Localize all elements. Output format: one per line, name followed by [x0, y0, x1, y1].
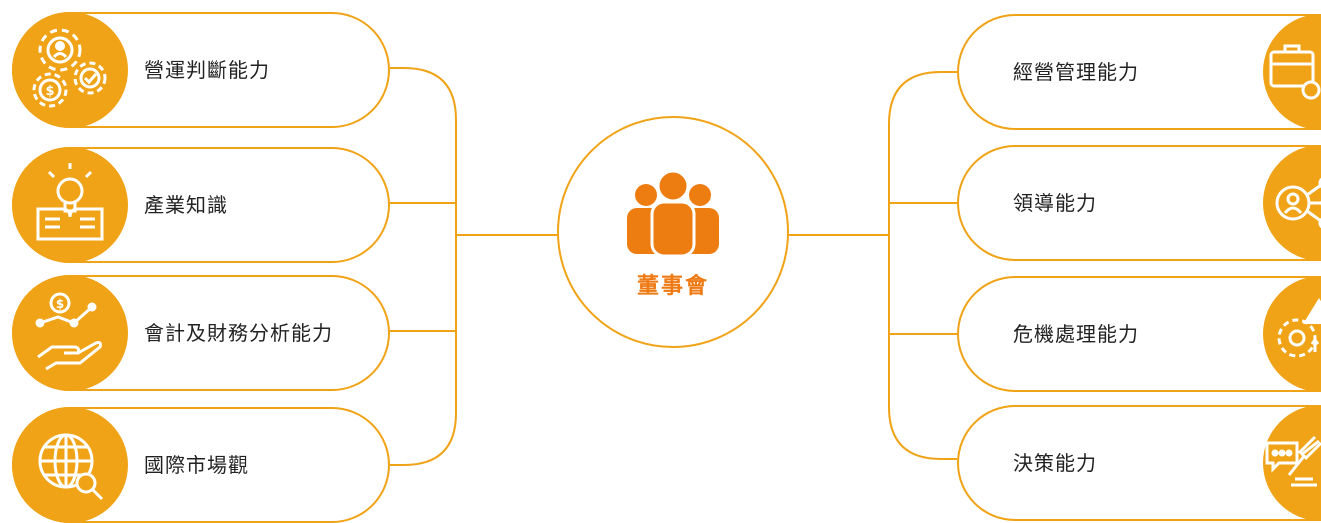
competency-crisis-management: 危機處理能力: [957, 276, 1321, 392]
competency-label: 領導能力: [1013, 191, 1097, 215]
chat-gavel-icon: [1263, 405, 1321, 521]
gears-person-money-icon: $: [12, 12, 128, 128]
svg-text:$: $: [45, 84, 54, 99]
svg-text:$: $: [56, 297, 64, 311]
warning-gear-cycle-icon: [1263, 276, 1321, 392]
competency-business-management: 經營管理能力: [957, 14, 1321, 130]
competency-label: 會計及財務分析能力: [144, 321, 333, 345]
people-group-icon: [627, 169, 719, 258]
competency-operations-judgment: $ 營運判斷能力: [12, 12, 390, 128]
center-label: 董事會: [636, 274, 709, 299]
lightbulb-book-icon: [12, 147, 128, 263]
competency-international-market: 國際市場觀: [12, 407, 390, 523]
person-network-icon: [1263, 145, 1321, 261]
hand-money-chart-icon: $: [12, 275, 128, 391]
competency-leadership: 領導能力: [957, 145, 1321, 261]
briefcase-gear-icon: [1263, 14, 1321, 130]
competency-label: 經營管理能力: [1013, 60, 1139, 84]
competency-label: 危機處理能力: [1013, 322, 1139, 346]
board-center-node: 董事會: [557, 116, 789, 348]
competency-label: 決策能力: [1013, 451, 1097, 475]
competency-accounting-finance: $ 會計及財務分析能力: [12, 275, 390, 391]
competency-label: 營運判斷能力: [144, 58, 270, 82]
globe-search-icon: [12, 407, 128, 523]
competency-industry-knowledge: 產業知識: [12, 147, 390, 263]
competency-label: 產業知識: [144, 193, 228, 217]
competency-decision-making: 決策能力: [957, 405, 1321, 521]
competency-label: 國際市場觀: [144, 453, 249, 477]
